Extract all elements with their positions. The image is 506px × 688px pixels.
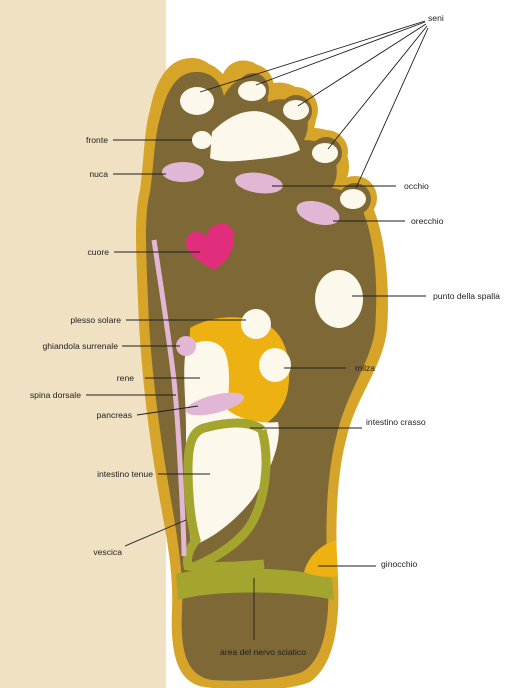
label-rene: rene bbox=[117, 373, 134, 383]
toe-sinus-spot-4 bbox=[312, 143, 338, 163]
label-orecchio: orecchio bbox=[411, 216, 444, 226]
spleen-spot bbox=[259, 348, 291, 382]
label-vescica: vescica bbox=[93, 547, 122, 557]
label-nervo-sciatico: area del nervo sciatico bbox=[220, 647, 306, 657]
leader-seni-1 bbox=[200, 21, 425, 92]
label-occhio: occhio bbox=[404, 181, 429, 191]
neck-spot bbox=[162, 162, 204, 182]
leader-seni-3 bbox=[298, 24, 426, 106]
label-fronte: fronte bbox=[86, 135, 108, 145]
label-spina-dorsale: spina dorsale bbox=[30, 390, 81, 400]
label-intestino-tenue: intestino tenue bbox=[97, 469, 153, 479]
toe-sinus-spot-2 bbox=[238, 81, 266, 101]
label-punto-spalla: punto della spalla bbox=[433, 291, 500, 301]
toe-sinus-spot-5 bbox=[340, 189, 366, 209]
label-milza: milza bbox=[355, 363, 375, 373]
solar-plexus-spot bbox=[241, 309, 271, 339]
label-nuca: nuca bbox=[89, 169, 108, 179]
label-plesso-solare: plesso solare bbox=[70, 315, 121, 325]
label-ghiandola-surrenale: ghiandola surrenale bbox=[43, 341, 119, 351]
shoulder-point-spot bbox=[315, 270, 363, 328]
label-intestino-crasso: intestino crasso bbox=[366, 417, 426, 427]
toe-sinus-spot-big bbox=[180, 87, 214, 115]
label-cuore: cuore bbox=[88, 247, 110, 257]
leader-seni-2 bbox=[256, 22, 425, 85]
leader-seni-5 bbox=[356, 28, 428, 188]
toe-sinus-spot-3 bbox=[283, 100, 309, 120]
forehead-spot bbox=[192, 131, 212, 149]
leader-seni-4 bbox=[328, 26, 427, 149]
label-ginocchio: ginocchio bbox=[381, 559, 418, 569]
label-pancreas: pancreas bbox=[97, 410, 132, 420]
label-seni: seni bbox=[428, 13, 444, 23]
